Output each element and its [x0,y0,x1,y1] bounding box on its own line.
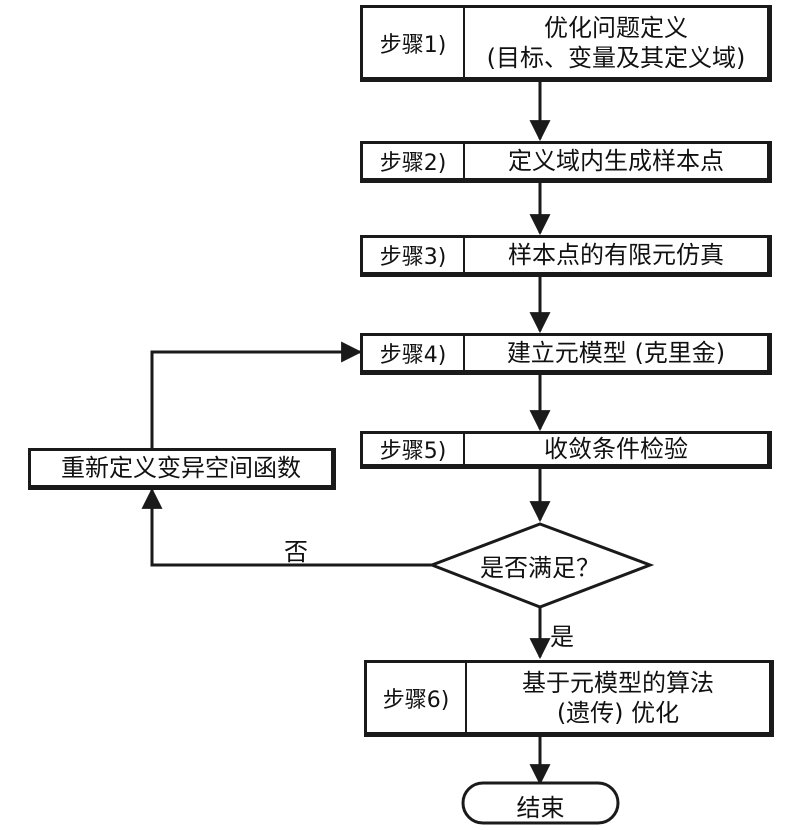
end-terminal [461,781,620,825]
arrow-redefine-to-step4 [150,341,363,448]
decision-text: 是否满足？ [480,554,600,582]
step3-box: 步骤3) 样本点的有限元仿真 [360,235,772,277]
step4-label: 步骤4) [363,336,465,370]
redefine-box: 重新定义变异空间函数 [28,448,336,490]
step3-line1: 样本点的有限元仿真 [508,241,724,269]
step1-box: 步骤1) 优化问题定义 (目标、变量及其定义域) [360,5,772,82]
step2-box: 步骤2) 定义域内生成样本点 [360,141,772,183]
step1-line2: (目标、变量及其定义域) [486,43,746,72]
step3-label: 步骤3) [363,238,465,272]
yes-label: 是 [550,623,574,651]
step5-content: 收敛条件检验 [465,434,767,464]
step2-line1: 定义域内生成样本点 [508,147,724,175]
step4-box: 步骤4) 建立元模型 (克里金) [360,333,772,375]
step5-line1: 收敛条件检验 [544,435,688,463]
step6-line2: (遗传) 优化 [556,698,680,727]
arrow-no-branch [141,487,432,567]
step1-label: 步骤1) [363,8,465,77]
step1-content: 优化问题定义 (目标、变量及其定义域) [465,8,767,77]
end-label: 结束 [516,794,565,822]
step6-line1: 基于元模型的算法 [522,668,714,697]
step1-line1: 优化问题定义 [544,13,688,42]
step2-content: 定义域内生成样本点 [465,144,767,178]
step4-line1: 建立元模型 (克里金) [506,339,726,367]
redefine-text: 重新定义变异空间函数 [61,454,301,482]
step5-box: 步骤5) 收敛条件检验 [360,431,772,469]
step6-label: 步骤6) [367,663,467,732]
step2-label: 步骤2) [363,144,465,178]
step6-box: 步骤6) 基于元模型的算法 (遗传) 优化 [364,660,774,737]
no-label: 否 [284,538,308,566]
step4-content: 建立元模型 (克里金) [465,336,767,370]
decision-diamond [427,522,655,609]
step6-content: 基于元模型的算法 (遗传) 优化 [467,663,769,732]
step3-content: 样本点的有限元仿真 [465,238,767,272]
step5-label: 步骤5) [363,434,465,464]
